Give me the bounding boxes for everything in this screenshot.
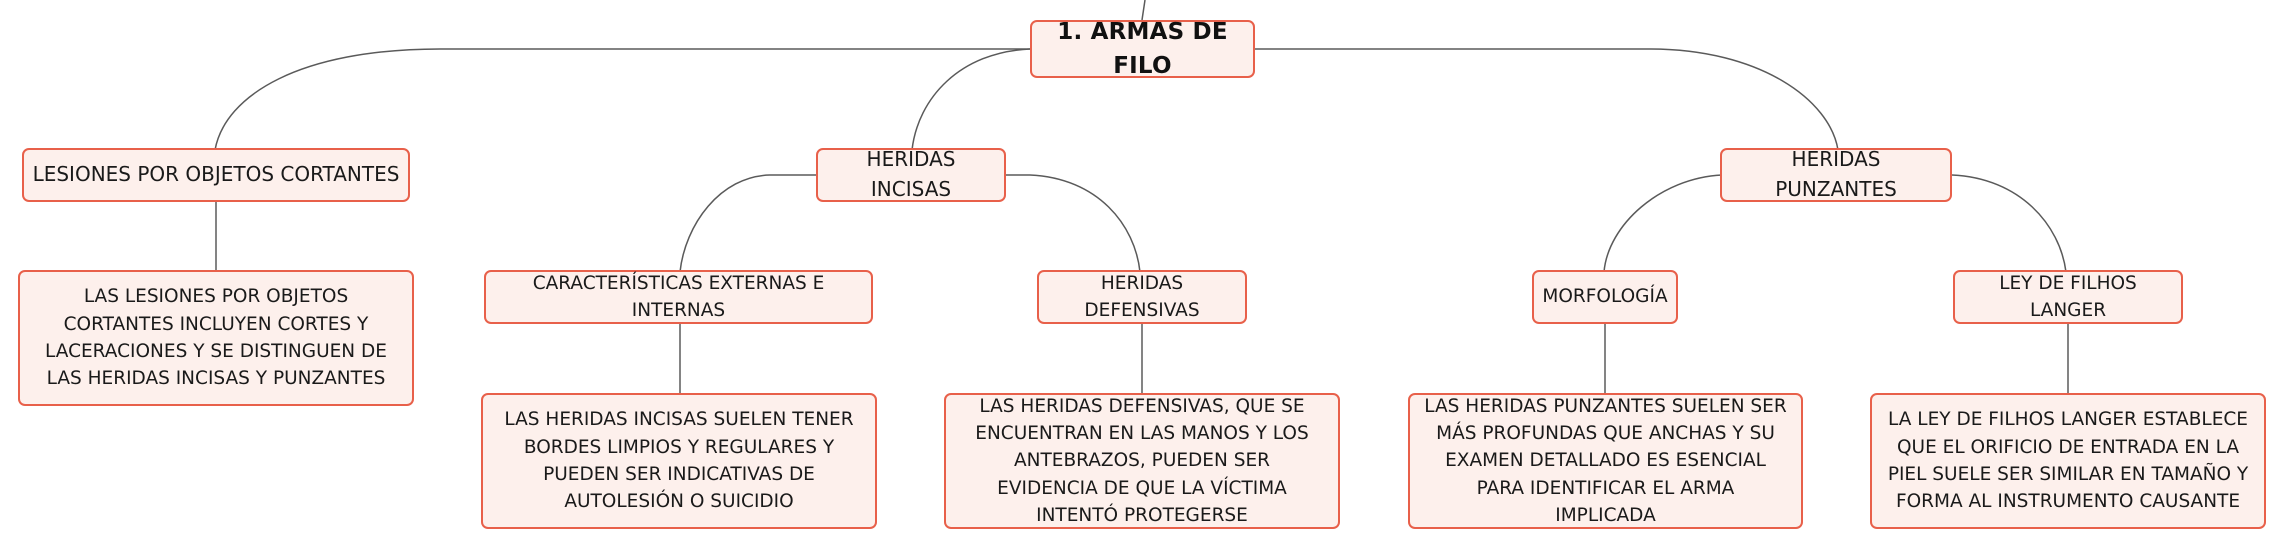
detail-node-lesiones[interactable]: LAS LESIONES POR OBJETOS CORTANTES INCLU… (18, 270, 414, 406)
detail-node-text: LAS HERIDAS INCISAS SUELEN TENER BORDES … (504, 409, 854, 513)
subtopic-node-heridas-defensivas[interactable]: HERIDAS DEFENSIVAS (1037, 270, 1247, 324)
topic-node-heridas-incisas[interactable]: HERIDAS INCISAS (816, 147, 1006, 202)
topic-node-label: HERIDAS INCISAS (866, 147, 956, 201)
topic-node-label: HERIDAS PUNZANTES (1775, 147, 1897, 201)
connector-root-to-lesiones (214, 48, 1030, 151)
subtopic-node-label: LEY DE FILHOS LANGER (1999, 272, 2137, 321)
subtopic-node-ley-filhos-langer[interactable]: LEY DE FILHOS LANGER (1953, 270, 2183, 324)
subtopic-node-label: MORFOLOGÍA (1542, 286, 1668, 308)
connector-incisas-to-defensivas (1006, 174, 1141, 273)
subtopic-node-label: CARACTERÍSTICAS EXTERNAS E INTERNAS (532, 272, 825, 321)
connector-punzantes-to-morfologia (1603, 174, 1723, 273)
subtopic-node-morfologia[interactable]: MORFOLOGÍA (1532, 270, 1678, 324)
root-node[interactable]: 1. ARMAS DE FILO (1030, 19, 1255, 79)
detail-node-text: LA LEY DE FILHOS LANGER ESTABLECE QUE EL… (1887, 409, 2249, 513)
detail-node-heridas-defensivas[interactable]: LAS HERIDAS DEFENSIVAS, QUE SE ENCUENTRA… (944, 393, 1340, 529)
detail-node-text: LAS HERIDAS PUNZANTES SUELEN SER MÁS PRO… (1424, 395, 1787, 527)
topic-node-lesiones[interactable]: LESIONES POR OBJETOS CORTANTES (22, 148, 410, 202)
detail-node-ley-filhos-langer[interactable]: LA LEY DE FILHOS LANGER ESTABLECE QUE EL… (1870, 393, 2266, 529)
detail-node-text: LAS HERIDAS DEFENSIVAS, QUE SE ENCUENTRA… (975, 395, 1309, 527)
connector-punzantes-to-ley (1951, 174, 2067, 273)
subtopic-node-caracteristicas[interactable]: CARACTERÍSTICAS EXTERNAS E INTERNAS (484, 270, 873, 324)
connector-root-to-punzantes (1255, 48, 1839, 151)
root-node-label: 1. ARMAS DE FILO (1057, 18, 1228, 79)
detail-node-caracteristicas[interactable]: LAS HERIDAS INCISAS SUELEN TENER BORDES … (481, 393, 877, 529)
detail-node-text: LAS LESIONES POR OBJETOS CORTANTES INCLU… (45, 286, 387, 390)
connector-incisas-to-caracteristicas (679, 174, 818, 273)
topic-node-heridas-punzantes[interactable]: HERIDAS PUNZANTES (1720, 147, 1952, 202)
connector-root-incoming (1141, 0, 1146, 21)
topic-node-label: LESIONES POR OBJETOS CORTANTES (32, 162, 400, 187)
detail-node-morfologia[interactable]: LAS HERIDAS PUNZANTES SUELEN SER MÁS PRO… (1408, 393, 1803, 529)
connector-root-to-incisas (911, 48, 1031, 151)
subtopic-node-label: HERIDAS DEFENSIVAS (1084, 272, 1200, 321)
